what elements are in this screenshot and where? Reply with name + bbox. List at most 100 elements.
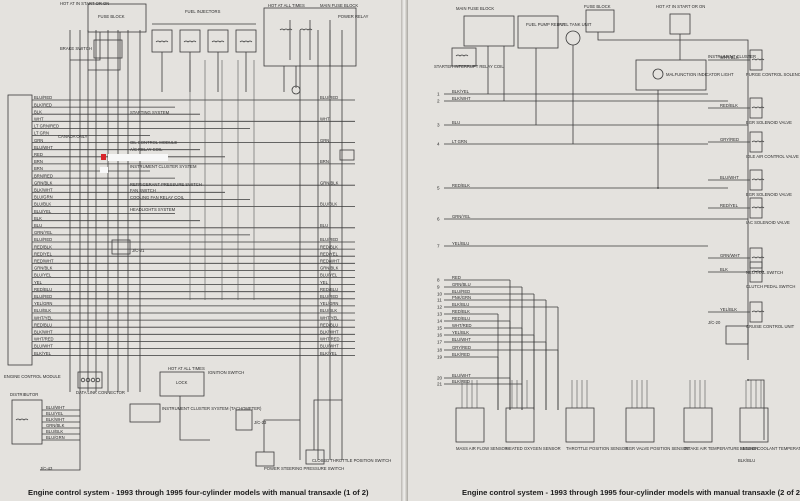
- ecm-pin-end-label: BLU/RED: [320, 294, 338, 299]
- distributor-wire-color: BLU/BLK: [46, 429, 63, 434]
- ecm-pin-color-label: RED: [34, 152, 43, 157]
- system-label: HEADLIGHTS SYSTEM: [130, 207, 176, 212]
- fuel-pump-motor: [565, 30, 581, 46]
- book-gutter: [401, 0, 408, 501]
- right-pin-color-label: BLK/BLU: [452, 302, 469, 307]
- brake-switch-label: BRAKE SWITCH: [60, 46, 92, 51]
- right-pin-color-label: YEL/BLU: [452, 241, 469, 246]
- fuse-feed-wire: [70, 32, 101, 61]
- system-label: REFRIGERANT PRESSURE SWITCH: [130, 182, 202, 187]
- ecm-pin-color-label: BLK: [34, 216, 42, 221]
- ecm-pin-color-label: RED/BLU: [34, 287, 52, 292]
- side-wire-color: GRY/RED: [720, 137, 739, 142]
- system-label: A/C RELAY COIL: [130, 147, 163, 152]
- ecm-pin-color-label: BLU/RED: [34, 237, 52, 242]
- solenoid-coil: [751, 310, 765, 313]
- throttle-switch-wire: [313, 399, 342, 450]
- junction-label: J/C-43: [40, 466, 53, 471]
- ground-wire: [40, 392, 81, 471]
- side-component-label: PURGE CONTROL SOLENOID VALVE: [746, 72, 800, 77]
- mil-bulb: [652, 68, 664, 80]
- instrument-cluster-label: INSTRUMENT CLUSTER: [708, 54, 756, 59]
- side-wire-color: BLU/WHT: [720, 175, 739, 180]
- right-pin-color-label: GRN/YEL: [452, 214, 471, 219]
- ecm-pin-end-label: BLK/YEL: [320, 351, 338, 356]
- ecm-pin-end-label: BLU/BLK: [320, 202, 337, 207]
- injector-coil: [211, 40, 225, 43]
- injector-coil: [183, 40, 197, 43]
- mil-label: MALFUNCTION INDICATOR LIGHT: [666, 72, 734, 77]
- ecm-pin-end-label: BLU/YEL: [320, 273, 338, 278]
- side-component-label: NEUTRAL SWITCH: [746, 270, 783, 275]
- solenoid-coil: [751, 270, 765, 273]
- right-pin-number: 3: [437, 123, 440, 128]
- right-pin-color-label: BLU/RED: [452, 289, 470, 294]
- hot-in-start-label: HOT AT IN START OR ON: [656, 4, 705, 9]
- right-pin-number: 21: [437, 382, 443, 387]
- ecm-pin-color-label: GRN/BLK: [34, 180, 53, 185]
- caption-right: Engine control system - 1993 through 199…: [462, 488, 800, 497]
- ecm-pin-color-label: GRN/YEL: [34, 230, 53, 235]
- relay-output-wires: [283, 66, 297, 92]
- side-wire-color: BLK: [720, 267, 728, 272]
- ecm-pin-end-label: WHT: [320, 117, 330, 122]
- ecm-pin-color-label: BLU/BLK: [34, 202, 51, 207]
- sensor-label: HEATED OXYGEN SENSOR: [506, 446, 561, 451]
- right-pin-color-label: RED/BLK: [452, 309, 470, 314]
- side-wire-color: YEL/BLK: [720, 307, 737, 312]
- ecm-pin-color-label: BLU: [34, 223, 42, 228]
- ecm-pin-end-label: BLK/WHT: [320, 330, 339, 335]
- right-pin-color-label: RED: [452, 275, 461, 280]
- ecm-pin-color-label: BRN: [34, 159, 43, 164]
- fuel-injectors-label: FUEL INJECTORS: [185, 9, 221, 14]
- top-feed-wires: [535, 45, 574, 144]
- dlc-pin: [90, 377, 96, 383]
- ecm-pin-end-label: RED/BLU: [320, 287, 338, 292]
- injector-coil: [239, 40, 253, 43]
- fuel-pump-relay-label: FUEL PUMP RELAY: [526, 22, 565, 27]
- side-component-label: IDLE AIR CONTROL VALVE: [746, 154, 799, 159]
- side-component-label: EGR SOLENOID VALVE: [746, 120, 792, 125]
- right-pin-number: 16: [437, 333, 443, 338]
- ecm-pin-color-label: GRN/BLK: [34, 266, 53, 271]
- solenoid-coil: [751, 256, 765, 259]
- ignition-fuse-box: [669, 13, 691, 35]
- instrument-cluster-box: [635, 59, 707, 91]
- ecm-pin-color-label: RED/BLK: [34, 244, 52, 249]
- ecm-pin-color-label: YEL/GRN: [34, 301, 52, 306]
- ecm-connector-block: [7, 94, 33, 366]
- dlc-pin: [85, 377, 91, 383]
- ps-switch-wire: [263, 419, 300, 452]
- ignition-switch-label: IGNITION SWITCH: [208, 370, 244, 375]
- ecm-pin-color-label: BLU/WHT: [34, 145, 53, 150]
- ecm-pin-color-label: LT GRN: [34, 131, 49, 136]
- fuel-pump-relay-box: [517, 15, 559, 49]
- relay-internal-wires: [289, 20, 331, 66]
- distributor-wire-color: BLU/WHT: [46, 405, 65, 410]
- right-pin-color-label: BLU/WHT: [452, 337, 471, 342]
- dlc-pin: [80, 377, 86, 383]
- sensor-label: THROTTLE POSITION SENSOR: [566, 446, 628, 451]
- ecm-pin-color-label: BLU/RED: [34, 294, 52, 299]
- ecm-pin-color-label: BLU/WHT: [34, 344, 53, 349]
- side-component-label: IAC SOLENOID VALVE: [746, 220, 790, 225]
- right-pin-number: 14: [437, 319, 443, 324]
- right-pin-number: 5: [437, 186, 440, 191]
- ecm-pin-color-label: BLU/GRN: [34, 195, 53, 200]
- right-pin-color-label: BLK/YEL: [452, 89, 470, 94]
- hot-all-times-label: HOT AT ALL TIMES: [268, 3, 305, 8]
- right-pin-color-label: BLK/RED: [452, 352, 470, 357]
- ground-symbol: [291, 85, 301, 95]
- fuse-block-label: FUSE BLOCK: [584, 4, 611, 9]
- sensor-box: [565, 407, 595, 443]
- ignition-bus-wire: [597, 32, 749, 360]
- right-pin-color-label: PNK/GRN: [452, 295, 471, 300]
- right-pin-number: 13: [437, 312, 443, 317]
- system-label: CANADA ONLY: [58, 134, 88, 139]
- main-relay-box: [263, 7, 357, 67]
- cluster-tach-box: [129, 403, 161, 423]
- closed-throttle-switch-box: [305, 449, 325, 465]
- relay-coil-symbol: [455, 54, 469, 57]
- ecm-pin-end-label: GRN/BLK: [320, 266, 339, 271]
